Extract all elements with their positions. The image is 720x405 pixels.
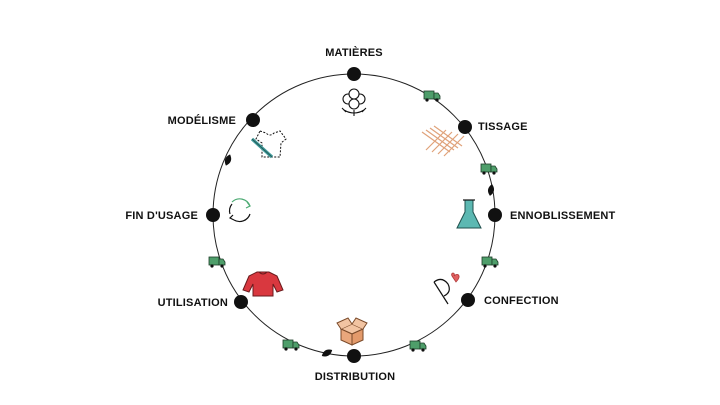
- stage-label-confection: CONFECTION: [484, 295, 559, 307]
- woven-fabric-icon: [421, 125, 465, 157]
- stage-label-fin-usage: FIN D'USAGE: [125, 210, 198, 222]
- needle-thread-icon: [433, 272, 460, 305]
- recycle-icon: [228, 198, 251, 223]
- stage-node-confection: [461, 293, 475, 307]
- leaf-icon: [487, 184, 495, 196]
- truck-icon: [409, 340, 427, 352]
- leaf-icon: [321, 349, 333, 357]
- box-icon: [336, 317, 368, 346]
- stage-node-matieres: [347, 67, 361, 81]
- stage-label-matieres: MATIÈRES: [325, 46, 383, 59]
- truck-icon: [282, 339, 300, 351]
- leaf-icon: [224, 154, 232, 166]
- cotton-flower-icon: [341, 88, 367, 116]
- flask-icon: [456, 199, 482, 229]
- stage-label-ennoblissement: ENNOBLISSEMENT: [510, 210, 616, 222]
- stage-node-modelisme: [246, 113, 260, 127]
- stage-node-utilisation: [234, 295, 248, 309]
- truck-icon: [480, 163, 498, 175]
- stage-label-distribution: DISTRIBUTION: [315, 371, 396, 383]
- truck-icon: [423, 90, 441, 102]
- stage-label-modelisme: MODÉLISME: [168, 114, 236, 127]
- truck-icon: [208, 256, 226, 268]
- stage-node-distribution: [347, 349, 361, 363]
- stage-node-fin-usage: [206, 208, 220, 222]
- stage-label-utilisation: UTILISATION: [158, 297, 228, 309]
- truck-icon: [481, 256, 499, 268]
- sweater-icon: [242, 271, 284, 297]
- stage-label-tissage: TISSAGE: [478, 121, 528, 133]
- stage-node-ennoblissement: [488, 208, 502, 222]
- pattern-tshirt-icon: [250, 130, 287, 159]
- stage-node-tissage: [458, 120, 472, 134]
